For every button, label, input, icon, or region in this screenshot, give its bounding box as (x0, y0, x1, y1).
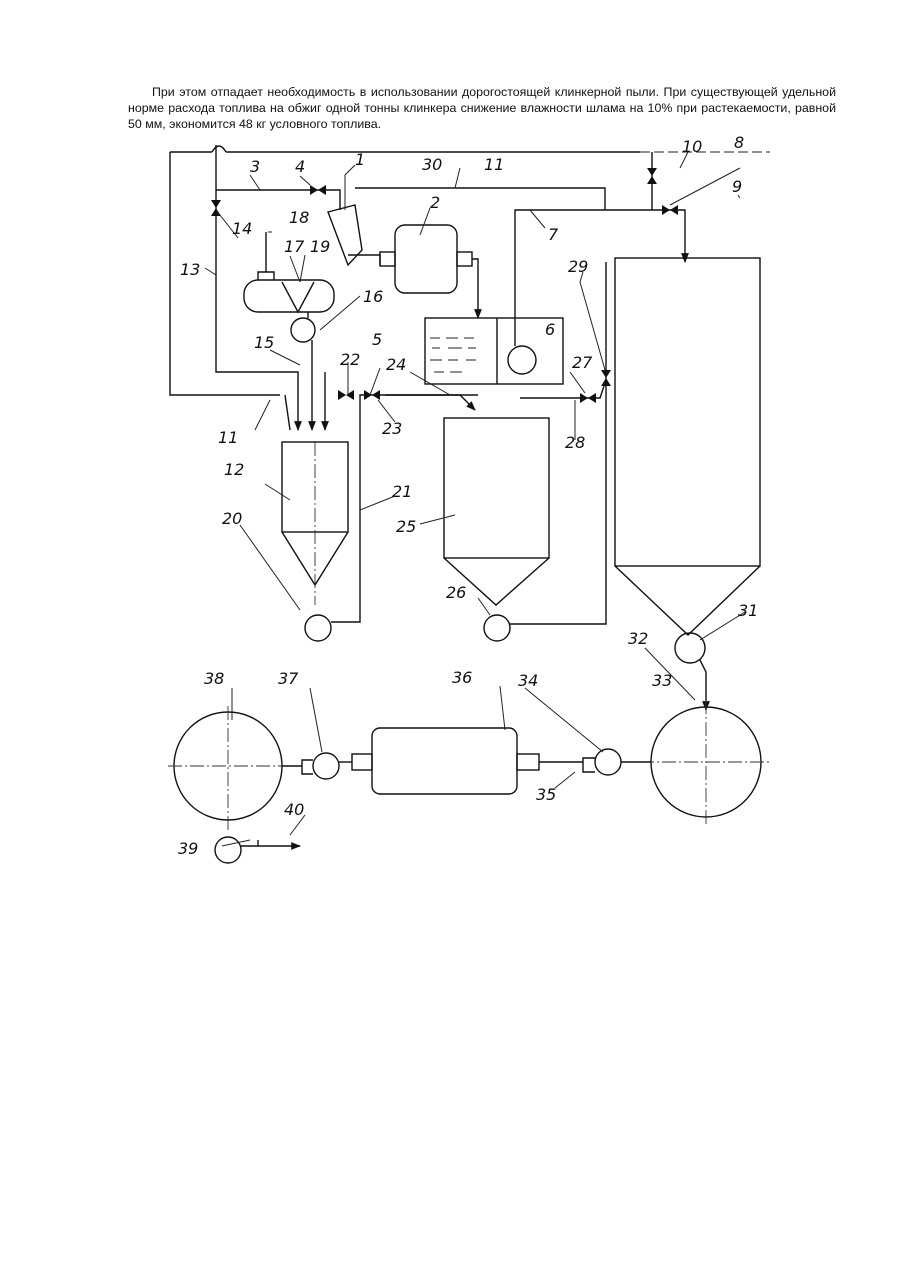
valve-29[interactable] (601, 370, 611, 386)
label-12: 12 (224, 460, 244, 479)
pipe-32 (700, 660, 706, 710)
kiln-36-end-left (352, 754, 372, 770)
label-40: 40 (284, 800, 304, 819)
label-9: 9 (732, 177, 742, 196)
label-7: 7 (548, 225, 559, 244)
pump-39 (215, 837, 241, 863)
valve-27[interactable] (580, 393, 596, 403)
label-27: 27 (572, 353, 593, 372)
vessel-17-neck (258, 272, 274, 280)
label-18: 18 (289, 208, 309, 227)
label-31: 31 (738, 601, 758, 620)
pump-37 (313, 753, 339, 779)
mill-2-journal-left (380, 252, 395, 266)
pipe-hump (212, 146, 226, 152)
valve-14[interactable] (211, 200, 221, 216)
label-22: 22 (340, 350, 360, 369)
label-29: 29 (568, 257, 588, 276)
label-1: 1 (355, 150, 365, 169)
label-13: 13 (180, 260, 200, 279)
pump-16 (291, 318, 315, 342)
label-26: 26 (446, 583, 466, 602)
leader-lines (205, 152, 745, 846)
label-38: 38 (204, 669, 224, 688)
label-2: 2 (430, 193, 440, 212)
pipe-8-header (605, 210, 685, 262)
label-23: 23 (382, 419, 402, 438)
pump-26 (484, 615, 510, 641)
pump-31 (675, 633, 705, 663)
valve-23[interactable] (364, 390, 380, 400)
pump-34 (595, 749, 621, 775)
valve-8[interactable] (662, 205, 678, 215)
label-28: 28 (565, 433, 585, 452)
pipe-3 (216, 190, 340, 210)
silo-9 (615, 258, 760, 566)
label-17: 17 (284, 237, 305, 256)
vessel-17-cone (282, 282, 314, 312)
label-11-left: 11 (218, 428, 238, 447)
pump-37-nozzle (302, 760, 313, 774)
label-34: 34 (518, 671, 538, 690)
label-4: 4 (295, 157, 305, 176)
hopper-1 (328, 205, 362, 265)
pump-20 (305, 615, 331, 641)
label-3: 3 (250, 157, 260, 176)
pump-34-nozzle (583, 758, 595, 772)
tank-25 (444, 418, 549, 558)
kiln-36-end-right (517, 754, 539, 770)
valve-10[interactable] (647, 168, 657, 184)
label-35: 35 (536, 785, 556, 804)
pipe-40 (241, 840, 300, 846)
label-20: 20 (222, 509, 242, 528)
label-33: 33 (652, 671, 672, 690)
mill-2 (395, 225, 457, 293)
valve-4[interactable] (310, 185, 326, 195)
label-15: 15 (254, 333, 274, 352)
mill-2-journal-right (457, 252, 472, 266)
label-25: 25 (396, 517, 416, 536)
label-24: 24 (386, 355, 406, 374)
kiln-36 (372, 728, 517, 794)
label-8: 8 (734, 133, 744, 152)
label-11-top: 11 (484, 155, 504, 174)
mill-discharge (472, 259, 478, 318)
label-21: 21 (392, 482, 412, 501)
pipe-15 (308, 312, 312, 430)
label-16: 16 (363, 287, 383, 306)
label-6: 6 (545, 320, 555, 339)
pipe-30 (355, 188, 605, 210)
label-30: 30 (422, 155, 442, 174)
label-10: 10 (682, 137, 702, 156)
pump-6 (508, 346, 536, 374)
label-32: 32 (628, 629, 648, 648)
label-39: 39 (178, 839, 198, 858)
feed-12 (285, 372, 325, 430)
label-19: 19 (310, 237, 330, 256)
label-14: 14 (232, 219, 252, 238)
label-37: 37 (278, 669, 299, 688)
tank-5 (425, 318, 563, 384)
tank-5-liquid (430, 338, 476, 372)
label-5: 5 (372, 330, 382, 349)
pipe-7 (515, 210, 605, 346)
label-36: 36 (452, 668, 472, 687)
pipe-26-return (510, 262, 606, 624)
valve-22[interactable] (338, 390, 354, 400)
